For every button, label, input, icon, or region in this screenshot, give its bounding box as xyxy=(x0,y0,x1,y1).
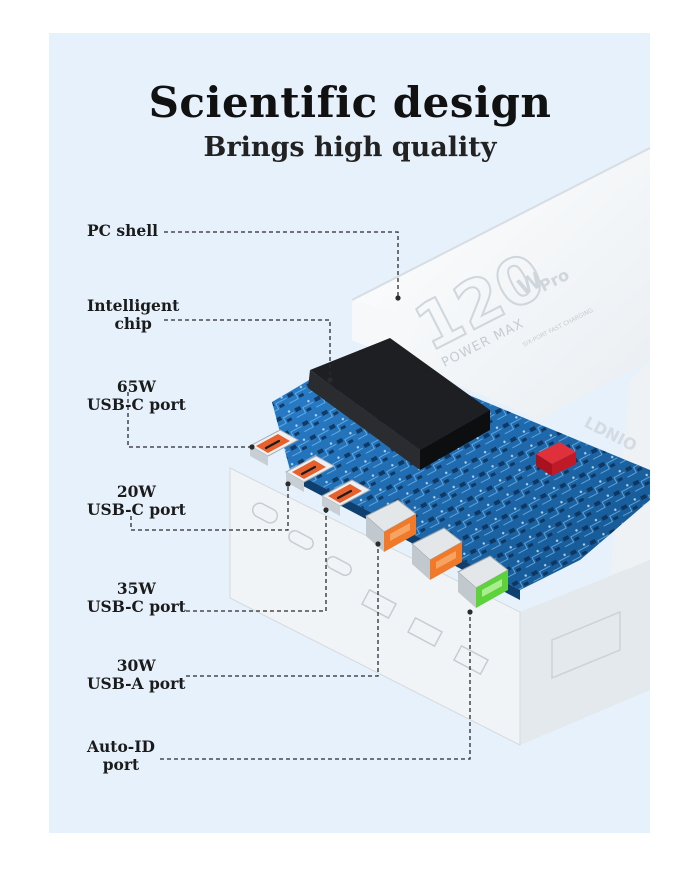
callout-65w-line2: USB-C port xyxy=(87,395,186,414)
callout-auto-id-line2: port xyxy=(102,755,140,774)
bottom-housing xyxy=(229,467,650,746)
usb-c-plug-65w xyxy=(248,429,300,466)
callout-30w-line1: 30W xyxy=(116,656,156,675)
callout-30w-usb-a: 30W USB-A port xyxy=(87,657,185,693)
callout-pc-shell: PC shell xyxy=(87,222,158,240)
callout-pc-shell-line1: PC shell xyxy=(87,221,159,240)
callout-35w-usb-c: 35W USB-C port xyxy=(87,580,186,616)
callout-intelligent-chip-line2: chip xyxy=(114,314,152,333)
callout-intelligent-chip-line1: Intelligent xyxy=(87,296,180,315)
auto-id-plug xyxy=(457,555,509,608)
red-chip xyxy=(536,442,576,476)
callout-65w-usb-c: 65W USB-C port xyxy=(87,378,186,414)
port-sockets xyxy=(251,502,490,676)
callout-35w-line2: USB-C port xyxy=(87,597,186,616)
callout-20w-usb-c: 20W USB-C port xyxy=(87,483,186,519)
callout-auto-id-port: Auto-ID port xyxy=(87,738,155,774)
usb-c-plug-35w xyxy=(320,479,372,516)
leader-lines xyxy=(127,231,471,760)
callout-30w-line2: USB-A port xyxy=(87,674,186,693)
callout-35w-line1: 35W xyxy=(116,579,156,598)
callout-20w-line2: USB-C port xyxy=(87,500,186,519)
leader-dots xyxy=(249,295,473,615)
callout-20w-line1: 20W xyxy=(116,482,156,501)
callout-intelligent-chip: Intelligent chip xyxy=(87,297,179,333)
usb-a-plug-2 xyxy=(411,527,463,580)
headline-subtitle: Brings high quality xyxy=(203,132,497,163)
usb-c-plug-20w xyxy=(284,455,336,492)
headline-title: Scientific design xyxy=(148,78,552,127)
intelligent-chip xyxy=(308,338,490,470)
callout-auto-id-line1: Auto-ID xyxy=(87,737,155,756)
callout-65w-line1: 65W xyxy=(116,377,156,396)
